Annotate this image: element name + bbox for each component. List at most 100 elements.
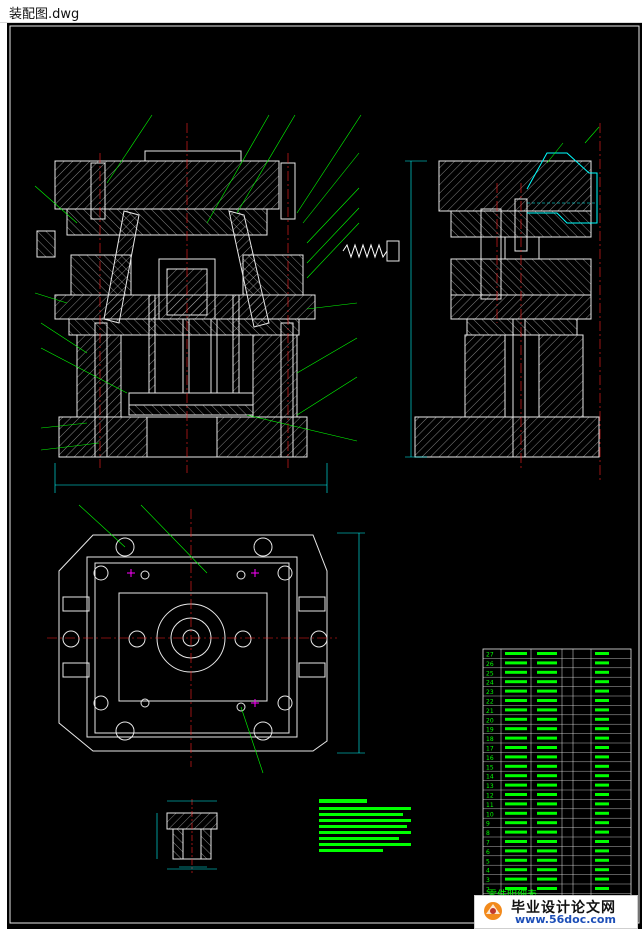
bom-cell-material [595, 671, 609, 674]
bom-row-number: 24 [486, 680, 494, 687]
bom-cell-name [537, 699, 557, 702]
bom-cell-material [595, 746, 609, 749]
bom-row-number: 27 [486, 652, 494, 659]
bom-row-number: 25 [486, 670, 494, 677]
watermark-url: www.56doc.com [515, 913, 616, 926]
bom-row-number: 21 [486, 708, 494, 715]
bom-cell-material [595, 793, 609, 796]
bom-cell-code [505, 765, 527, 768]
bom-row-number: 7 [486, 840, 490, 847]
bom-cell-material [595, 755, 609, 758]
bom-cell-name [537, 784, 557, 787]
site-watermark: 毕业设计论文网 www.56doc.com [474, 895, 638, 929]
bom-cell-name [537, 821, 557, 824]
bom-cell-material [595, 774, 609, 777]
bom-cell-code [505, 737, 527, 740]
bom-row-number: 9 [486, 821, 490, 828]
bom-cell-name [537, 878, 557, 881]
bom-cell-material [595, 802, 609, 805]
bom-row-number: 12 [486, 793, 494, 800]
bom-cell-material [595, 718, 609, 721]
bom-cell-code [505, 859, 527, 862]
bom-cell-material [595, 784, 609, 787]
bom-cell-material [595, 661, 609, 664]
bom-cell-name [537, 755, 557, 758]
bom-cell-material [595, 690, 609, 693]
bom-row-number: 10 [486, 811, 494, 818]
bom-cell-name [537, 765, 557, 768]
bom-row-number: 22 [486, 699, 494, 706]
bom-cell-material [595, 878, 609, 881]
bom-row-number: 13 [486, 783, 494, 790]
bom-cell-name [537, 708, 557, 711]
bom-cell-name [537, 690, 557, 693]
bom-cell-code [505, 746, 527, 749]
bom-cell-code [505, 793, 527, 796]
bom-cell-name [537, 737, 557, 740]
bom-cell-name [537, 746, 557, 749]
bom-cell-name [537, 859, 557, 862]
bom-cell-code [505, 812, 527, 815]
bom-cell-code [505, 868, 527, 871]
bom-cell-name [537, 774, 557, 777]
bom-cell-code [505, 727, 527, 730]
bom-cell-material [595, 821, 609, 824]
bom-cell-code [505, 774, 527, 777]
bom-row-number: 3 [486, 877, 490, 884]
bom-row-number: 11 [486, 802, 494, 809]
bom-cell-code [505, 661, 527, 664]
bom-cell-material [595, 868, 609, 871]
bom-cell-name [537, 840, 557, 843]
bom-cell-material [595, 737, 609, 740]
bom-cell-material [595, 840, 609, 843]
bom-cell-code [505, 755, 527, 758]
bom-cell-material [595, 765, 609, 768]
bom-row-number: 23 [486, 689, 494, 696]
bom-table: 2726252423222120191817161514131211109876… [483, 649, 631, 917]
bom-cell-name [537, 680, 557, 683]
bom-cell-material [595, 849, 609, 852]
bom-row-number: 6 [486, 849, 490, 856]
side-section-view [405, 123, 600, 483]
bom-cell-code [505, 849, 527, 852]
window-title: 装配图.dwg [9, 3, 79, 22]
bom-cell-code [505, 802, 527, 805]
bom-cell-code [505, 690, 527, 693]
bom-cell-material [595, 859, 609, 862]
bom-cell-name [537, 661, 557, 664]
bom-row-number: 16 [486, 755, 494, 762]
bom-cell-material [595, 680, 609, 683]
bom-cell-name [537, 849, 557, 852]
window-title-bar: 装配图.dwg [0, 0, 642, 23]
bom-cell-material [595, 652, 609, 655]
bom-cell-name [537, 727, 557, 730]
bom-cell-code [505, 652, 527, 655]
bom-row-number: 20 [486, 717, 494, 724]
bom-row-number: 18 [486, 736, 494, 743]
detail-part-view [157, 799, 217, 873]
bom-cell-code [505, 708, 527, 711]
bom-cell-material [595, 812, 609, 815]
bom-row-number: 14 [486, 774, 494, 781]
bom-cell-material [595, 831, 609, 834]
cad-drawing-canvas[interactable]: 2726252423222120191817161514131211109876… [7, 23, 642, 929]
bom-row-number: 26 [486, 661, 494, 668]
bom-cell-code [505, 680, 527, 683]
bom-cell-name [537, 802, 557, 805]
front-section-view [35, 115, 399, 493]
bom-cell-material [595, 699, 609, 702]
bom-cell-name [537, 793, 557, 796]
bom-cell-name [537, 671, 557, 674]
bom-cell-name [537, 812, 557, 815]
bom-cell-code [505, 699, 527, 702]
bom-cell-code [505, 840, 527, 843]
bom-cell-code [505, 718, 527, 721]
technical-requirements-notes [319, 799, 411, 852]
bom-row-number: 8 [486, 830, 490, 837]
bom-cell-code [505, 878, 527, 881]
bom-row-number: 4 [486, 868, 490, 875]
bom-cell-name [537, 718, 557, 721]
bom-cell-name [537, 868, 557, 871]
watermark-logo-icon [481, 900, 505, 922]
bom-cell-material [595, 708, 609, 711]
